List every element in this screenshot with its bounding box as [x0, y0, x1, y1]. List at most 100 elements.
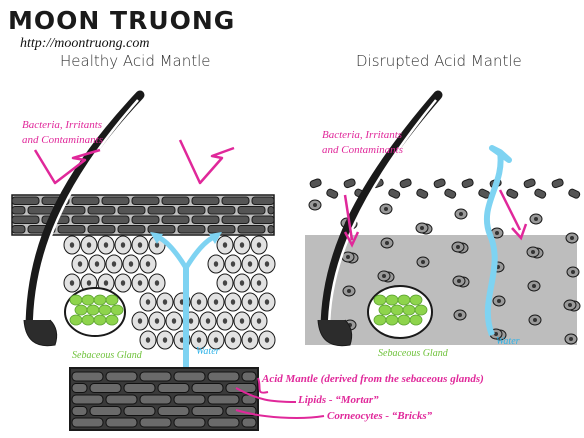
healthy-deflected-arrow-1 — [33, 148, 101, 185]
healthy-cell-nucleus — [247, 261, 253, 267]
healthy-cell-nucleus — [86, 280, 92, 286]
healthy-brick — [71, 196, 100, 205]
legend-brick — [139, 417, 172, 428]
legend-brick — [71, 406, 88, 416]
disrupted-gland-lobe — [390, 304, 404, 316]
healthy-cell-nucleus — [264, 299, 270, 305]
healthy-brick — [251, 215, 275, 224]
disrupted-gland-lobe — [414, 304, 428, 316]
disrupted-cell-nucleus — [385, 241, 389, 245]
healthy-cell-nucleus — [247, 299, 253, 305]
healthy-cell-nucleus — [247, 337, 253, 343]
healthy-cell-nucleus — [171, 318, 177, 324]
disrupted-hair-bulb — [317, 319, 353, 347]
healthy-gland-lobe — [98, 304, 112, 316]
disrupted-flake — [309, 178, 322, 189]
disrupted-flake — [433, 178, 446, 189]
healthy-gland-lobe — [93, 314, 107, 326]
brand-url[interactable]: http://moontruong.com — [20, 36, 150, 51]
healthy-brick — [177, 206, 206, 215]
disrupted-flake — [343, 178, 356, 189]
disrupted-water-label: Water — [496, 336, 520, 347]
healthy-brick-rows — [11, 196, 275, 234]
disrupted-cell-nucleus — [346, 255, 350, 259]
disrupted-flake — [534, 188, 547, 199]
healthy-brick — [207, 206, 236, 215]
disrupted-cell-nucleus — [421, 260, 425, 264]
legend-brick — [191, 406, 224, 416]
healthy-brick — [161, 196, 190, 205]
healthy-brick — [117, 225, 146, 234]
legend-brick — [139, 394, 172, 405]
healthy-cell-nucleus — [77, 261, 83, 267]
disrupted-cell-nucleus — [495, 231, 499, 235]
disrupted-gland-lobe — [373, 294, 387, 306]
healthy-cell-nucleus — [222, 242, 228, 248]
legend-pointer-bricks — [235, 409, 325, 419]
disrupted-gland-lobe — [373, 314, 387, 326]
disrupted-sebaceous-gland — [367, 285, 433, 339]
disrupted-cell-nucleus — [494, 332, 498, 336]
healthy-cell-nucleus — [196, 299, 202, 305]
legend-pointer-lipids — [235, 387, 297, 403]
healthy-gland-lobe — [93, 294, 107, 306]
legend-brick — [173, 394, 206, 405]
healthy-brick — [71, 215, 100, 224]
legend-brick — [241, 417, 257, 428]
healthy-cell-nucleus — [103, 280, 109, 286]
disrupted-flake — [326, 188, 339, 199]
healthy-cell-nucleus — [256, 280, 262, 286]
healthy-cell-nucleus — [137, 242, 143, 248]
healthy-brick — [11, 196, 40, 205]
healthy-cell-nucleus — [145, 337, 151, 343]
legend-brick — [89, 406, 122, 416]
healthy-water-label: Water — [196, 346, 220, 357]
legend-brick — [191, 383, 224, 393]
legend-brick — [123, 406, 156, 416]
healthy-gland-lobe — [74, 304, 88, 316]
healthy-brick — [221, 196, 250, 205]
healthy-skin-illustration — [11, 90, 276, 372]
healthy-water-arrow — [150, 232, 222, 372]
disrupted-cell-nucleus — [531, 250, 535, 254]
disrupted-gland-lobe — [409, 294, 423, 306]
healthy-brick — [117, 206, 146, 215]
healthy-cell-nucleus — [239, 280, 245, 286]
healthy-cell-nucleus — [103, 242, 109, 248]
healthy-brick — [101, 196, 130, 205]
healthy-cell-nucleus — [222, 280, 228, 286]
healthy-cell-nucleus — [120, 280, 126, 286]
healthy-hair-shaft — [25, 90, 145, 335]
healthy-cell-nucleus — [264, 337, 270, 343]
healthy-cell-nucleus — [137, 280, 143, 286]
disrupted-threat-label-line2: and Contaminants — [322, 144, 403, 156]
legend-brick — [71, 371, 104, 382]
healthy-brick — [207, 225, 236, 234]
legend-brick — [105, 394, 138, 405]
disrupted-cell-nucleus — [384, 207, 388, 211]
healthy-cell-nucleus — [205, 318, 211, 324]
legend-brick — [207, 394, 240, 405]
disrupted-gland-lobe — [397, 314, 411, 326]
healthy-gland-lobe — [81, 314, 95, 326]
healthy-brick — [11, 206, 26, 215]
disrupted-flake — [523, 178, 536, 189]
disrupted-flake-row — [309, 178, 581, 199]
disrupted-cell-nucleus — [420, 226, 424, 230]
legend-brick — [105, 371, 138, 382]
legend-brick — [207, 417, 240, 428]
disrupted-threat-label: Bacteria, Irritants and Contaminants — [322, 128, 403, 158]
healthy-hair-highlight — [32, 99, 139, 331]
healthy-cell-nucleus — [86, 242, 92, 248]
disrupted-gland-lobe — [385, 294, 399, 306]
healthy-cell-nucleus — [264, 261, 270, 267]
disrupted-cell-nucleus — [458, 313, 462, 317]
healthy-threat-label-line2: and Contaminants — [22, 134, 103, 146]
legend-brick — [123, 383, 156, 393]
disrupted-gland-label: Sebaceous Gland — [378, 348, 448, 359]
disrupted-gland-lobe — [378, 304, 392, 316]
healthy-brick — [131, 196, 160, 205]
healthy-cell-nucleus — [128, 261, 134, 267]
healthy-cell-nucleus — [213, 299, 219, 305]
